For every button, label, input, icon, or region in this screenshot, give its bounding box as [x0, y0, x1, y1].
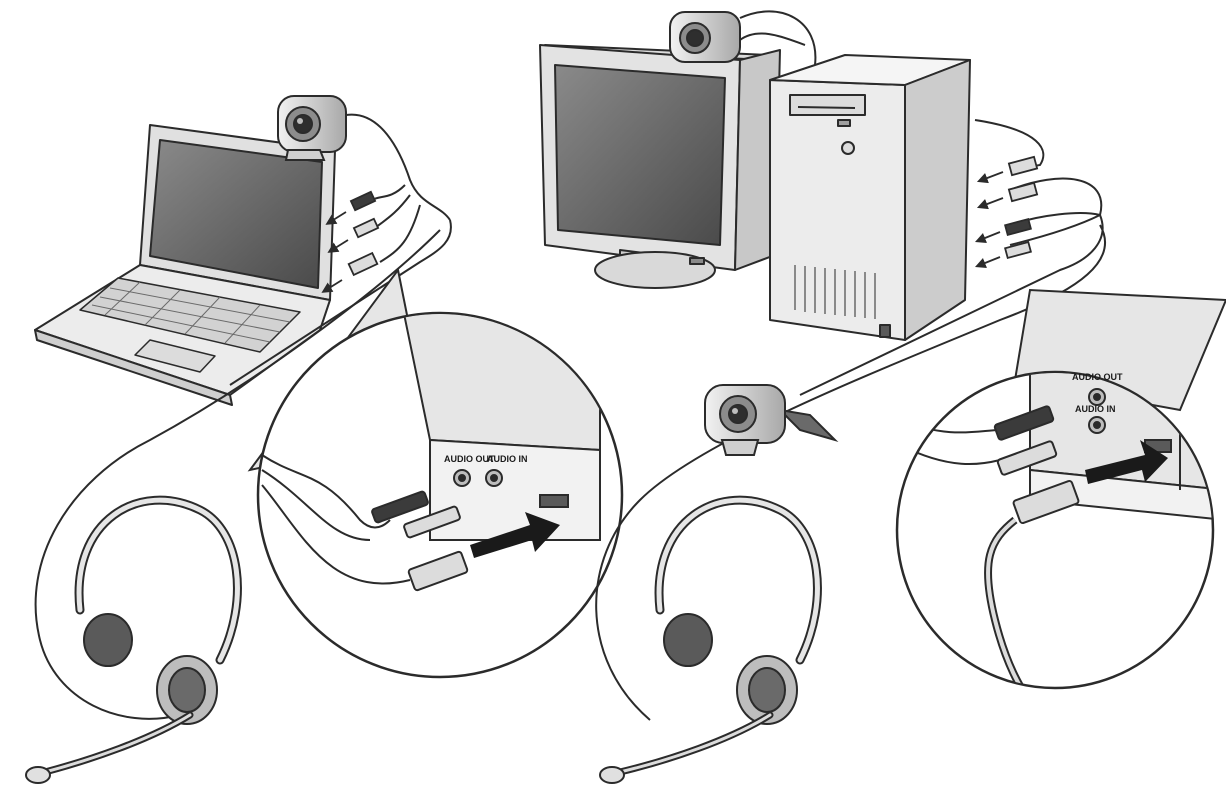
webcam-clip [704, 384, 839, 456]
zoom-detail-left: AUDIO OUT AUDIO IN [247, 267, 624, 679]
monitor [539, 44, 781, 289]
laptop-plugs [321, 190, 380, 293]
headset-left [25, 495, 242, 784]
label-audio-out-right: AUDIO OUT [1072, 372, 1123, 382]
laptop-cables [34, 113, 452, 720]
zoom-detail-right: AUDIO OUT AUDIO IN [895, 288, 1226, 690]
label-audio-in-left: AUDIO IN [487, 454, 528, 464]
webcam-on-laptop [277, 95, 347, 161]
label-audio-in-right: AUDIO IN [1075, 404, 1116, 414]
desktop-plugs [974, 155, 1039, 269]
webcam-on-monitor [669, 10, 817, 66]
pc-tower [769, 54, 971, 341]
headset-right [599, 495, 822, 784]
label-audio-out-left: AUDIO OUT [444, 454, 495, 464]
laptop [34, 124, 336, 406]
